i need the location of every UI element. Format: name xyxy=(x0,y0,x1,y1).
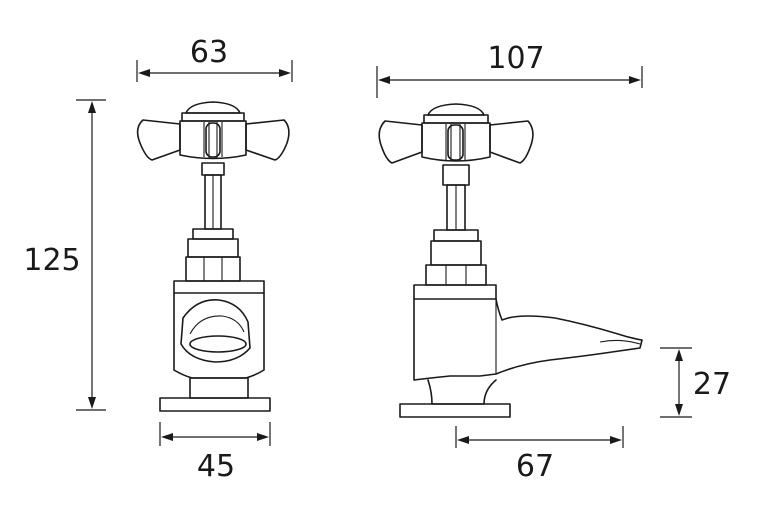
dimension-label-base-width: 45 xyxy=(197,449,235,484)
side-base-plate xyxy=(399,403,511,418)
front-base-neck xyxy=(189,377,249,399)
front-handle-hub xyxy=(179,120,247,160)
side-handle-hub xyxy=(421,122,491,162)
side-gland-ring xyxy=(433,229,479,242)
front-body-top xyxy=(173,280,265,294)
front-spout-opening xyxy=(180,299,251,363)
dimension-label-side-depth: 107 xyxy=(487,41,544,76)
dimension-label-overall-height: 125 xyxy=(23,243,80,278)
dimension-label-spout-height: 27 xyxy=(693,367,731,402)
front-spindle-collar xyxy=(201,162,225,176)
side-hex-nut xyxy=(425,264,487,286)
dimension-spout-height: 27 xyxy=(660,347,731,418)
side-view-tap xyxy=(378,103,643,418)
front-base-plate xyxy=(159,397,271,412)
dimension-overall-height: 125 xyxy=(23,99,106,411)
front-view-tap xyxy=(136,101,290,412)
side-handle-right-arm xyxy=(489,120,534,164)
dimension-side-depth: 107 xyxy=(376,41,643,98)
front-handle-cap xyxy=(185,101,241,114)
front-gland-ring xyxy=(192,228,234,240)
side-handle-cap xyxy=(427,103,485,116)
dimension-base-width: 45 xyxy=(159,422,271,484)
front-handle-left-arm xyxy=(136,119,181,161)
side-base-neck xyxy=(427,379,497,405)
side-body-spout xyxy=(413,298,643,381)
dimension-front-width: 63 xyxy=(136,35,293,82)
front-handle-right-arm xyxy=(245,119,290,161)
dimension-label-front-width: 63 xyxy=(190,35,228,70)
front-hex-nut xyxy=(185,256,241,282)
side-handle-left-arm xyxy=(378,120,423,164)
front-handle-collar xyxy=(181,112,245,122)
dimension-label-spout-projection: 67 xyxy=(516,449,554,484)
side-spindle-collar xyxy=(442,164,470,186)
dimension-spout-projection: 67 xyxy=(455,426,624,484)
side-handle-collar xyxy=(423,114,489,124)
side-body-top xyxy=(413,284,497,300)
